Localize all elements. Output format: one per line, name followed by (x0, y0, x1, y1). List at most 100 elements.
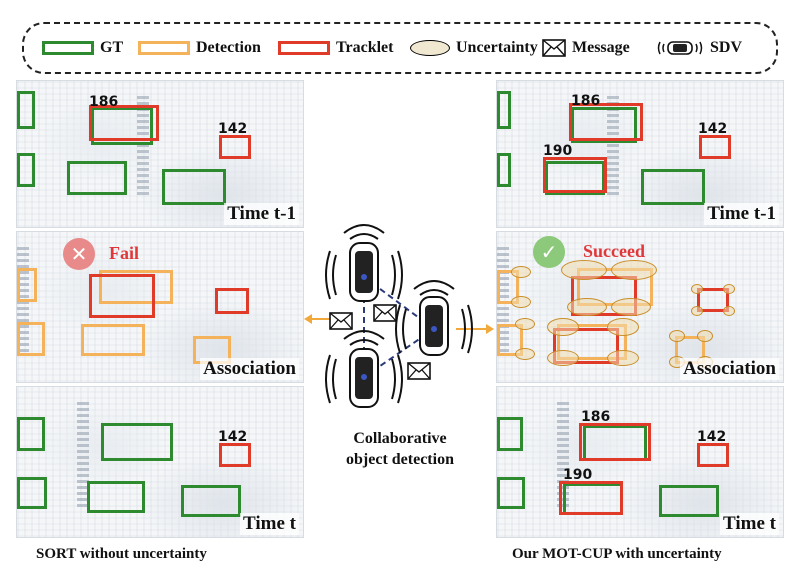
map-stripe (607, 95, 619, 198)
panel-label-time-t: Time t (240, 513, 299, 535)
left-panel-time-t: 142 Time t (16, 386, 304, 538)
track-id-190: 190 (543, 143, 573, 159)
gt-box (67, 161, 127, 195)
gt-box (641, 169, 705, 205)
uncertainty-ellipse (515, 348, 535, 360)
right-panel-association: ✓ Succeed Association (496, 231, 784, 383)
check-icon: ✓ (533, 236, 565, 268)
uncertainty-ellipse (511, 266, 531, 278)
track-id-142: 142 (218, 121, 248, 137)
tracklet-swatch (278, 41, 330, 55)
gt-box (17, 477, 47, 509)
uncertainty-ellipse (691, 284, 703, 294)
tracklet-box (543, 157, 607, 193)
legend-item-detection: Detection (138, 38, 261, 58)
legend-label-uncertainty: Uncertainty (456, 39, 538, 56)
gt-box (545, 161, 605, 195)
left-caption: SORT without uncertainty (36, 546, 207, 562)
gt-box (181, 485, 241, 517)
tracklet-box (89, 274, 155, 318)
detection-box (99, 270, 173, 304)
gt-box (497, 417, 523, 451)
uncertainty-ellipse (669, 330, 685, 342)
tracklet-box (89, 105, 159, 141)
sdv-car-icon (395, 280, 473, 356)
uncertainty-ellipse (691, 306, 703, 316)
legend-label-tracklet: Tracklet (336, 39, 394, 56)
detection-box (557, 324, 627, 360)
gt-box (162, 169, 226, 205)
track-id-142: 142 (697, 429, 727, 445)
detection-swatch (138, 41, 190, 55)
panel-label-association: Association (200, 358, 299, 380)
gt-box (87, 481, 145, 513)
track-id-186: 186 (89, 94, 119, 110)
uncertainty-ellipse (547, 350, 579, 366)
tracklet-box (215, 288, 249, 314)
uncertainty-ellipse (561, 260, 607, 280)
right-caption: Our MOT-CUP with uncertainty (512, 546, 722, 562)
sdv-car-icon (325, 330, 403, 408)
panel-label-time-t: Time t (720, 513, 779, 535)
collaborative-detection-diagram (304, 224, 494, 408)
uncertainty-ellipse (697, 330, 713, 342)
uncertainty-ellipse-icon (410, 40, 450, 56)
map-stripe (557, 402, 569, 507)
gt-box (91, 107, 153, 145)
panel-label-time-t-minus-1: Time t-1 (704, 203, 779, 225)
legend-item-gt: GT (42, 38, 123, 58)
uncertainty-ellipse (607, 318, 639, 336)
tracklet-box (697, 288, 729, 312)
track-id-142: 142 (698, 121, 728, 137)
gt-box (571, 107, 637, 143)
gt-box (101, 423, 173, 461)
track-id-186: 186 (581, 409, 611, 425)
legend-item-tracklet: Tracklet (278, 38, 393, 58)
uncertainty-ellipse (547, 318, 579, 336)
uncertainty-ellipse (611, 260, 657, 280)
envelope-icon (373, 304, 397, 322)
legend-item-sdv: SDV (656, 38, 742, 58)
map-stripe (137, 95, 149, 198)
uncertainty-ellipse (611, 298, 651, 316)
legend-item-message: Message (542, 38, 630, 58)
gt-box (497, 153, 511, 187)
center-caption-line2: object detection (346, 451, 454, 468)
tracklet-box (559, 481, 623, 515)
tracklet-box (569, 103, 643, 141)
status-succeed-label: Succeed (583, 241, 645, 261)
legend: GT Detection Tracklet Uncertainty Messag… (22, 22, 778, 74)
gt-box (17, 91, 35, 129)
status-fail-label: Fail (109, 243, 139, 263)
right-panel-time-t: 186 142 190 Time t (496, 386, 784, 538)
track-id-190: 190 (563, 467, 593, 483)
tracklet-box (699, 135, 731, 159)
arrow-right-head (486, 324, 494, 334)
gt-box (17, 153, 35, 187)
detection-box (81, 324, 145, 356)
track-id-186: 186 (571, 93, 601, 109)
tracklet-box (697, 443, 729, 467)
legend-item-uncertainty: Uncertainty (410, 38, 538, 58)
center-caption: Collaborative object detection (310, 428, 490, 470)
detection-box (497, 270, 519, 304)
left-panel-time-t-minus-1: 186 142 Time t-1 (16, 80, 304, 228)
gt-box (17, 417, 45, 451)
uncertainty-ellipse (723, 284, 735, 294)
uncertainty-ellipse (515, 318, 535, 330)
tracklet-box (219, 135, 251, 159)
legend-label-detection: Detection (196, 39, 261, 56)
gt-box (659, 485, 719, 517)
sdv-car-icon (325, 224, 403, 302)
sdv-car-icon (657, 41, 703, 55)
tracklet-box (553, 328, 619, 364)
gt-box (497, 91, 511, 129)
tracklet-box (579, 423, 651, 461)
gt-box (497, 477, 525, 509)
gt-swatch (42, 41, 94, 55)
envelope-icon (407, 362, 431, 380)
fail-icon: ✕ (63, 238, 95, 270)
panel-label-time-t-minus-1: Time t-1 (224, 203, 299, 225)
detection-box (17, 268, 37, 302)
right-panel-time-t-minus-1: 186 142 190 Time t-1 (496, 80, 784, 228)
